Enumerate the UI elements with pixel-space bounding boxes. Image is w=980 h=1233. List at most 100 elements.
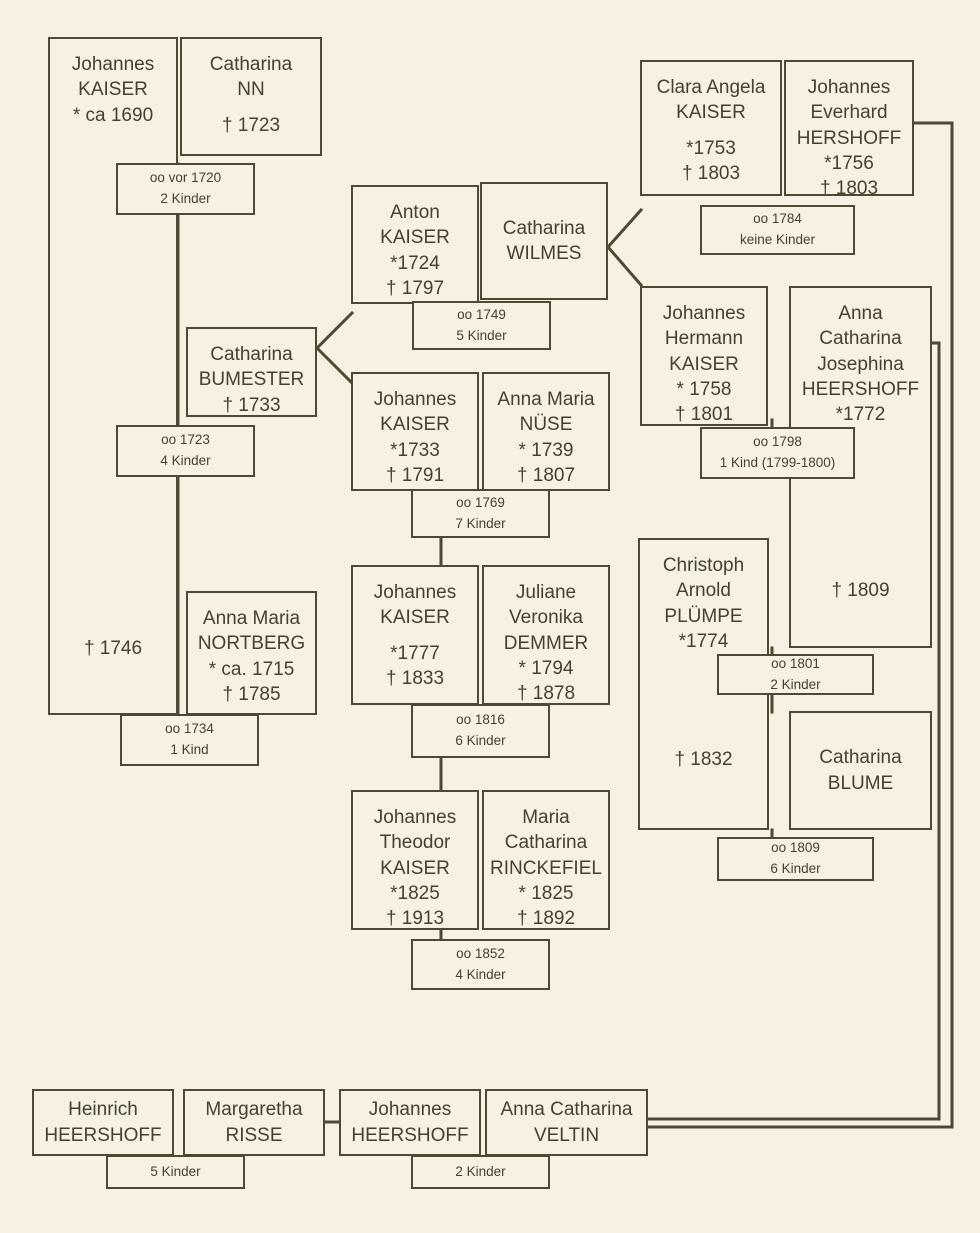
person-given-name-2: Arnold bbox=[676, 580, 731, 602]
marriage-box-heershoff-risse[interactable]: 5 Kinder bbox=[106, 1155, 245, 1189]
person-given-name: Anton bbox=[390, 202, 440, 223]
person-box-johannes-hermann-kaiser[interactable]: Johannes Hermann KAISER * 1758 † 1801 bbox=[640, 286, 768, 426]
person-death: † 1913 bbox=[385, 908, 445, 930]
person-given-name: Catharina bbox=[819, 747, 902, 769]
person-surname: BLUME bbox=[827, 772, 894, 794]
person-birth: * 1825 bbox=[518, 882, 574, 904]
person-box-johannes-theodor-kaiser[interactable]: Johannes Theodor KAISER *1825 † 1913 bbox=[351, 790, 479, 930]
marriage-box-heershoff-veltin[interactable]: 2 Kinder bbox=[411, 1155, 550, 1189]
marriage-box-1749[interactable]: oo 1749 5 Kinder bbox=[412, 301, 551, 350]
person-birth: * 1794 bbox=[518, 657, 574, 679]
marriage-box-1784[interactable]: oo 1784 keine Kinder bbox=[700, 205, 855, 255]
marriage-date: oo 1816 bbox=[456, 712, 505, 728]
person-box-johannes-kaiser-1733[interactable]: Johannes KAISER *1733 † 1791 bbox=[351, 372, 479, 491]
marriage-date: oo 1723 bbox=[161, 432, 210, 448]
marriage-box-1809[interactable]: oo 1809 6 Kinder bbox=[717, 837, 874, 881]
person-box-heinrich-heershoff[interactable]: Heinrich HEERSHOFF bbox=[32, 1089, 174, 1156]
person-death: † 1803 bbox=[819, 178, 879, 196]
marriage-children: 5 Kinder bbox=[456, 327, 507, 343]
marriage-box-1852[interactable]: oo 1852 4 Kinder bbox=[411, 939, 550, 990]
person-box-catharina-wilmes[interactable]: Catharina WILMES bbox=[480, 182, 608, 300]
person-box-johannes-kaiser-1777[interactable]: Johannes KAISER *1777 † 1833 bbox=[351, 565, 479, 705]
marriage-children: 2 Kinder bbox=[770, 676, 821, 692]
marriage-children: 1 Kind bbox=[170, 742, 209, 757]
person-box-anna-maria-nuese[interactable]: Anna Maria NÜSE * 1739 † 1807 bbox=[482, 372, 610, 491]
person-death: † 1791 bbox=[385, 464, 445, 486]
person-surname: KAISER bbox=[669, 353, 739, 375]
person-surname: KAISER bbox=[380, 857, 450, 879]
person-box-juliane-veronika-demmer[interactable]: Juliane Veronika DEMMER * 1794 † 1878 bbox=[482, 565, 610, 705]
person-given-name: Johannes bbox=[373, 389, 457, 410]
marriage-box-1734[interactable]: oo 1734 1 Kind bbox=[120, 714, 259, 766]
person-box-anna-catharina-veltin[interactable]: Anna Catharina VELTIN bbox=[485, 1089, 648, 1156]
marriage-children: 7 Kinder bbox=[455, 515, 506, 531]
person-given-name-1: Johannes bbox=[662, 303, 746, 324]
person-death: † 1807 bbox=[516, 464, 576, 486]
person-given-name: Anna Catharina bbox=[500, 1099, 633, 1121]
person-box-catharina-nn[interactable]: Catharina NN † 1723 bbox=[180, 37, 322, 156]
person-box-johannes-kaiser-1690[interactable]: Johannes KAISER * ca 1690 † 1746 bbox=[48, 37, 178, 715]
person-given-name-1: Juliane bbox=[515, 582, 577, 603]
marriage-date: oo 1801 bbox=[771, 655, 820, 671]
marriage-children: keine Kinder bbox=[739, 232, 816, 247]
person-surname: HERSHOFF bbox=[796, 127, 902, 149]
marriage-box-1801[interactable]: oo 1801 2 Kinder bbox=[717, 654, 874, 695]
person-death: † 1832 bbox=[674, 748, 733, 770]
marriage-date: oo 1784 bbox=[753, 211, 802, 227]
person-surname: KAISER bbox=[380, 227, 450, 249]
person-birth: *1777 bbox=[390, 642, 440, 664]
person-given-name-1: Anna bbox=[838, 303, 883, 324]
marriage-box-1723[interactable]: oo 1723 4 Kinder bbox=[116, 425, 255, 477]
person-birth: * ca. 1715 bbox=[208, 658, 295, 680]
person-box-anna-maria-nortberg[interactable]: Anna Maria NORTBERG * ca. 1715 † 1785 bbox=[186, 591, 317, 715]
person-death: † 1801 bbox=[674, 404, 734, 426]
person-given-name: Catharina bbox=[210, 344, 293, 365]
marriage-date: oo vor 1720 bbox=[149, 170, 222, 186]
person-given-name: Clara Angela bbox=[656, 77, 766, 98]
marriage-box-1798[interactable]: oo 1798 1 Kind (1799-1800) bbox=[700, 427, 855, 479]
person-surname: KAISER bbox=[78, 79, 148, 101]
person-birth: *1774 bbox=[678, 630, 729, 652]
marriage-date: oo 1852 bbox=[456, 945, 505, 961]
person-given-name: Johannes bbox=[368, 1099, 452, 1121]
person-box-catharina-blume[interactable]: Catharina BLUME bbox=[789, 711, 932, 830]
person-birth: *1772 bbox=[835, 404, 886, 426]
person-surname: VELTIN bbox=[533, 1124, 600, 1146]
person-birth: * 1739 bbox=[518, 439, 574, 461]
person-box-margaretha-risse[interactable]: Margaretha RISSE bbox=[183, 1089, 325, 1156]
person-box-anton-kaiser[interactable]: Anton KAISER *1724 † 1797 bbox=[351, 185, 479, 304]
person-box-johannes-everhard-hershoff[interactable]: Johannes Everhard HERSHOFF *1756 † 1803 bbox=[784, 60, 914, 196]
person-surname: HEERSHOFF bbox=[44, 1124, 162, 1146]
person-box-clara-angela-kaiser[interactable]: Clara Angela KAISER *1753 † 1803 bbox=[640, 60, 782, 196]
person-death: † 1803 bbox=[681, 162, 741, 184]
person-given-name: Anna Maria bbox=[497, 389, 595, 410]
person-surname: NORTBERG bbox=[197, 633, 306, 655]
marriage-box-vor-1720[interactable]: oo vor 1720 2 Kinder bbox=[116, 163, 255, 215]
marriage-box-1769[interactable]: oo 1769 7 Kinder bbox=[411, 489, 550, 538]
person-box-catharina-bumester[interactable]: Catharina BUMESTER † 1733 bbox=[186, 327, 317, 417]
marriage-date: oo 1798 bbox=[753, 434, 802, 450]
marriage-box-1816[interactable]: oo 1816 6 Kinder bbox=[411, 704, 550, 758]
person-given-name-1: Christoph bbox=[662, 555, 745, 576]
person-given-name: Johannes bbox=[373, 582, 457, 603]
person-given-name: Margaretha bbox=[205, 1099, 303, 1121]
person-given-name-2: Catharina bbox=[819, 328, 902, 350]
person-box-maria-catharina-rinckefiel[interactable]: Maria Catharina RINCKEFIEL * 1825 † 1892 bbox=[482, 790, 610, 930]
person-surname: NÜSE bbox=[519, 414, 573, 436]
person-death: † 1809 bbox=[831, 579, 890, 601]
person-given-name: Anna Maria bbox=[202, 608, 301, 629]
person-surname: KAISER bbox=[380, 414, 450, 436]
marriage-children: 6 Kinder bbox=[455, 733, 506, 748]
person-death: † 1785 bbox=[222, 683, 281, 705]
marriage-children: 2 Kinder bbox=[160, 191, 211, 206]
person-death: † 1733 bbox=[222, 394, 281, 416]
person-surname: RINCKEFIEL bbox=[490, 857, 602, 879]
person-box-johannes-heershoff[interactable]: Johannes HEERSHOFF bbox=[339, 1089, 481, 1156]
person-birth: *1756 bbox=[824, 152, 874, 174]
person-surname: PLÜMPE bbox=[664, 605, 743, 627]
person-birth: * ca 1690 bbox=[72, 104, 154, 126]
person-given-name-2: Theodor bbox=[379, 832, 451, 854]
person-box-christoph-arnold-pluempe[interactable]: Christoph Arnold PLÜMPE *1774 † 1832 bbox=[638, 538, 769, 830]
marriage-children: 2 Kinder bbox=[455, 1163, 506, 1179]
